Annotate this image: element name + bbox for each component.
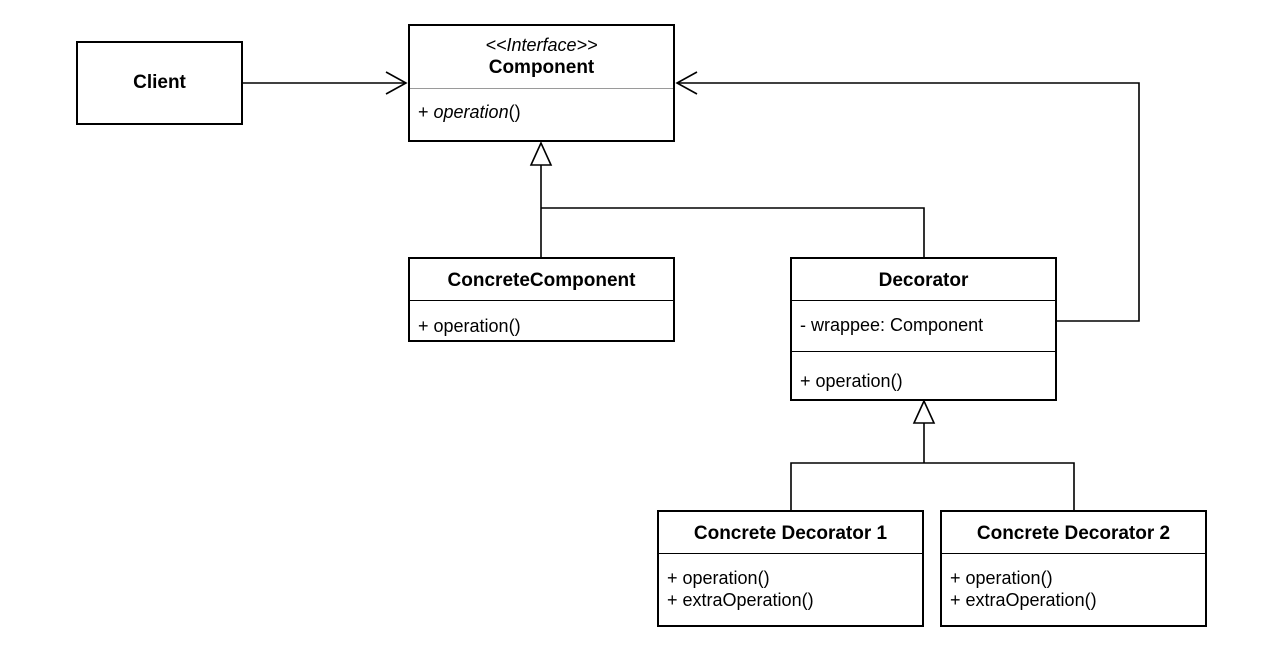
- concrete-component-name: ConcreteComponent: [447, 270, 636, 291]
- decorator-divider-1: [792, 300, 1055, 301]
- concrete-component-divider: [410, 300, 673, 301]
- client-class: Client: [76, 41, 243, 125]
- component-interface: <<Interface>> Component + operation(): [408, 24, 675, 142]
- component-method-prefix: +: [418, 102, 434, 122]
- client-class-name: Client: [133, 72, 186, 93]
- concrete-component-class: ConcreteComponent + operation(): [408, 257, 675, 342]
- concrete-decorator-1-class: Concrete Decorator 1 + operation() + ext…: [657, 510, 924, 627]
- concrete-decorator-2-class: Concrete Decorator 2 + operation() + ext…: [940, 510, 1207, 627]
- concrete-decorator-2-method-1: + operation(): [950, 568, 1053, 588]
- concrete-component-method: + operation(): [418, 316, 521, 336]
- component-implementation-edges: [529, 141, 925, 257]
- concrete-decorator-2-name: Concrete Decorator 2: [976, 523, 1171, 544]
- client-to-component-association: [243, 71, 408, 95]
- component-method-suffix: (): [508, 102, 521, 122]
- decorator-class: Decorator - wrappee: Component + operati…: [790, 257, 1057, 401]
- component-stereotype: <<Interface>>: [485, 35, 598, 55]
- concrete-decorator-1-name: Concrete Decorator 1: [693, 523, 888, 544]
- wrappee-to-component-association: [675, 71, 1140, 322]
- decorator-method: + operation(): [800, 371, 903, 391]
- concrete-decorator-2-divider: [942, 553, 1205, 554]
- concrete-decorator-2-method-2: + extraOperation(): [950, 590, 1097, 610]
- decorator-divider-2: [792, 351, 1055, 352]
- component-divider: [410, 88, 673, 89]
- concrete-decorator-1-method-1: + operation(): [667, 568, 770, 588]
- component-name: Component: [488, 57, 595, 78]
- concrete-decorator-1-method-2: + extraOperation(): [667, 590, 814, 610]
- component-method-name: operation: [433, 102, 509, 122]
- decorator-inheritance-edges: [790, 399, 1075, 510]
- decorator-name: Decorator: [878, 270, 969, 291]
- component-method: + operation(): [418, 101, 521, 123]
- concrete-decorator-1-divider: [659, 553, 922, 554]
- decorator-field: - wrappee: Component: [800, 315, 984, 335]
